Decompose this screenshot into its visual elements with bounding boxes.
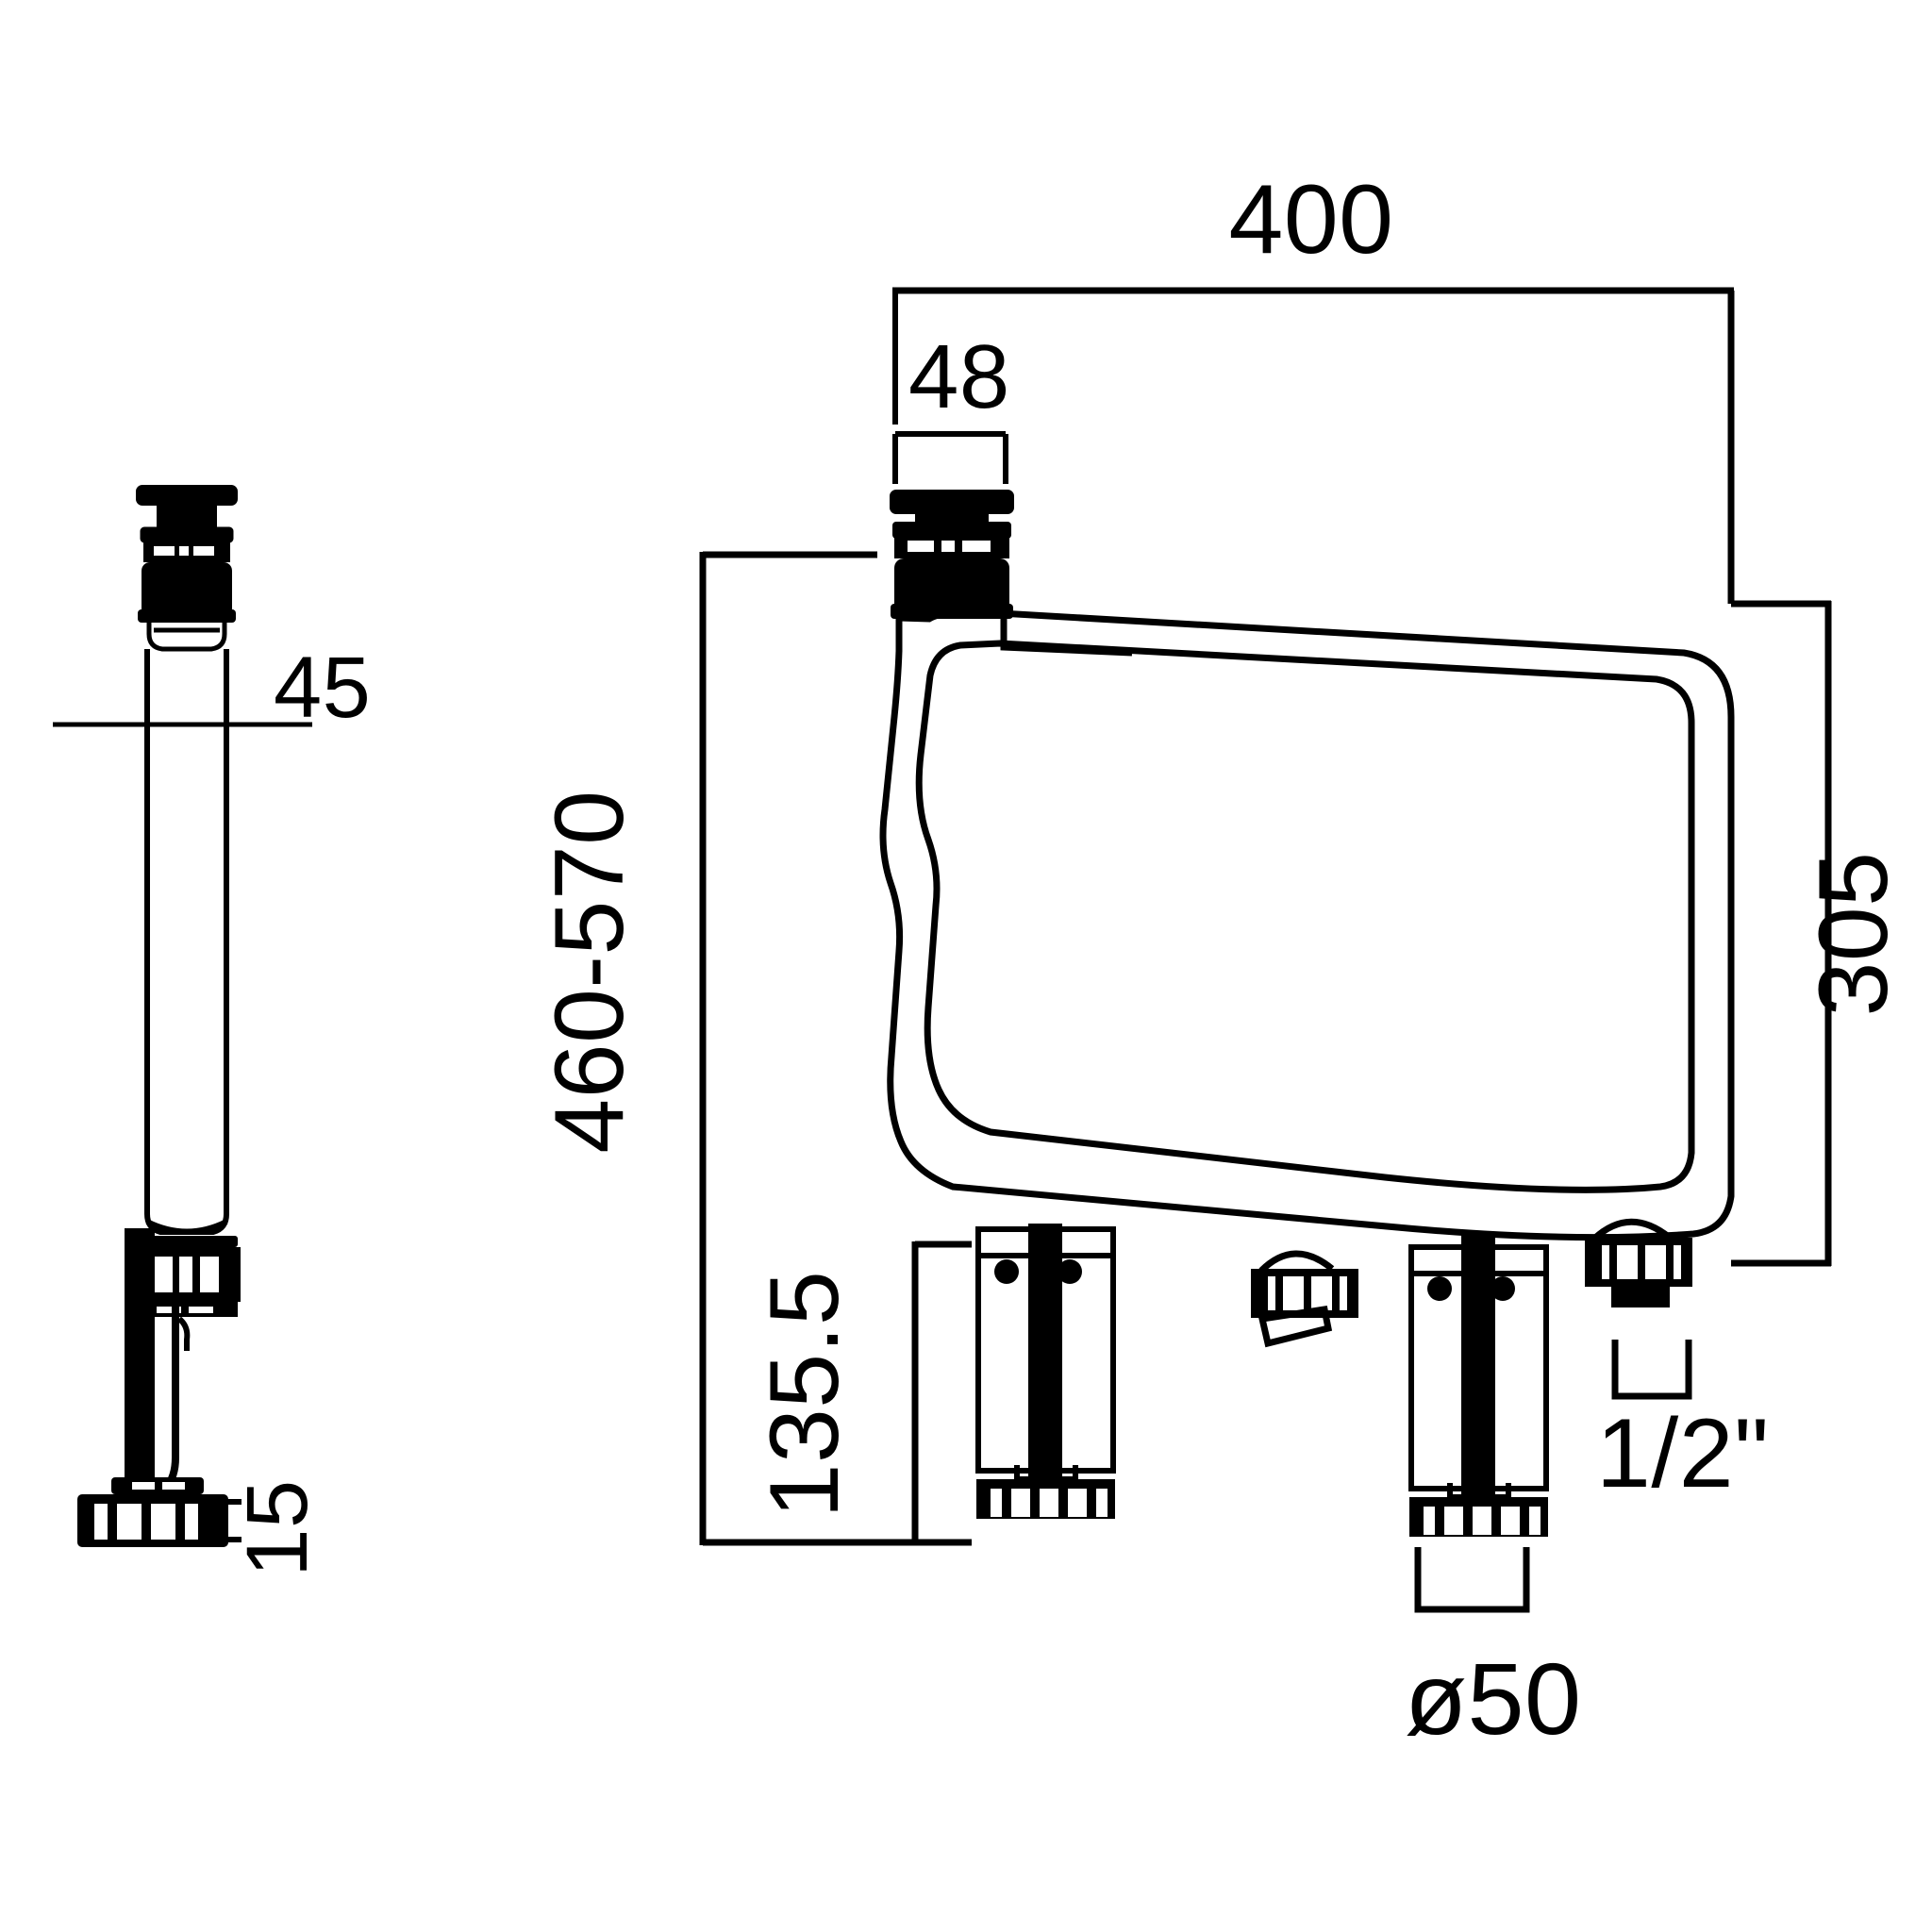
dim-half-inch-text: 1/2": [1596, 1399, 1770, 1508]
inlet-rib-2: [1617, 1245, 1638, 1279]
shank-left-nut-rib-3: [1040, 1489, 1058, 1517]
dim48-bracket: [892, 431, 1008, 484]
diverter-lever: [1257, 1306, 1333, 1348]
base-rib-2: [189, 1307, 213, 1313]
handset-bottom-nut-top: [111, 1477, 204, 1494]
spout-head-cap-plate: [890, 490, 1014, 514]
diverter-rib-4: [1340, 1276, 1347, 1310]
diverter-valve: [1251, 1250, 1358, 1348]
shank-left-bolt-dot-a: [994, 1259, 1019, 1284]
lower-rib-2: [179, 1257, 192, 1292]
spout-head-nut: [894, 558, 1009, 615]
bnut-rib-3: [151, 1504, 175, 1540]
handset-drip-detail: [177, 1316, 191, 1351]
handset-lower-collar-rim: [140, 1236, 238, 1247]
dim-400-text: 400: [1228, 165, 1393, 275]
dimension-135-5: [911, 1241, 972, 1546]
dim-460-570-text: 460-570: [535, 790, 644, 1153]
spout-knurl-rib-3: [962, 541, 991, 552]
handset-cap-plate: [136, 485, 238, 506]
bottom-nut-rib-a: [132, 1482, 155, 1490]
shank-right-threaded-rod: [1461, 1234, 1495, 1496]
dim-dia-50-text: ø50: [1405, 1641, 1582, 1756]
bnut-rib-2: [117, 1504, 142, 1540]
dim-45-text: 45: [274, 640, 371, 736]
dimension-460-570: [699, 551, 934, 1546]
handset-nut-body: [142, 562, 232, 617]
handset-hose-stub: [125, 1228, 155, 1511]
shank-left-nut-rib-4: [1068, 1489, 1087, 1517]
spout-head-to-body-link: [1000, 619, 1133, 657]
handset-cap-neck: [157, 504, 217, 528]
shank-left-nut-rib-5: [1096, 1489, 1108, 1517]
dim-halfinch-bracket: [1611, 1340, 1692, 1400]
dim-48-text: 48: [908, 326, 1010, 427]
dim15-bracket: [222, 1499, 242, 1542]
bnut-rib-4: [185, 1504, 198, 1540]
dimension-305: [1731, 600, 1832, 1267]
supply-inlet-dome: [1591, 1218, 1673, 1241]
dim-305-text: 305: [1799, 851, 1908, 1016]
front-view-spout-body: [879, 490, 1735, 1537]
dim-dia50-bracket: [1414, 1547, 1530, 1613]
base-rib-1: [157, 1307, 181, 1313]
shank-right-nut-rib-5: [1529, 1507, 1541, 1535]
supply-inlet-right: [1585, 1218, 1692, 1307]
collar-rib-1: [154, 546, 175, 556]
handset-shoulder: [146, 623, 227, 652]
diverter-rib-1: [1268, 1276, 1275, 1310]
bnut-rib-1: [94, 1504, 108, 1540]
shank-right-bolt-dot-b: [1491, 1276, 1515, 1301]
inlet-rib-4: [1674, 1245, 1681, 1279]
shank-right-bolt-dot-a: [1427, 1276, 1452, 1301]
dimension-400: [892, 287, 1735, 604]
shank-right-nut-rib-4: [1501, 1507, 1520, 1535]
handset-tube: [144, 649, 229, 1235]
dimension-dia-50: [1414, 1547, 1530, 1613]
collar-rib-2: [179, 546, 189, 556]
diverter-dome: [1258, 1250, 1335, 1274]
handset-nut-flange: [138, 609, 236, 623]
diverter-rib-2: [1283, 1276, 1304, 1310]
lower-rib-1: [154, 1257, 173, 1292]
dim-15-text: 15: [229, 1479, 325, 1576]
spout-knurl-rib-2: [941, 541, 955, 552]
diverter-rib-3: [1311, 1276, 1332, 1310]
handset-collar-rim: [140, 526, 234, 543]
dim-135-5-text: 135.5: [750, 1271, 859, 1519]
dimension-48: [892, 431, 1008, 484]
shank-right-nut-rib-1: [1424, 1507, 1435, 1535]
shank-left-threaded-rod: [1028, 1224, 1062, 1478]
shank-right-nut-rib-2: [1444, 1507, 1463, 1535]
shank-left-nut-rib-1: [991, 1489, 1002, 1517]
spout-body-outline-outer: [879, 608, 1735, 1241]
spout-body-outline-inner: [915, 640, 1695, 1193]
mounting-shank-right: [1408, 1234, 1549, 1537]
handset-lower-curve: [145, 1219, 228, 1235]
mounting-shank-left: [975, 1224, 1116, 1519]
inlet-rib-3: [1645, 1245, 1666, 1279]
supply-inlet-spigot: [1611, 1287, 1670, 1307]
collar-rib-3: [193, 546, 214, 556]
dimension-half-inch: [1611, 1340, 1692, 1400]
side-view-handset: [53, 485, 312, 1547]
bottom-nut-rib-b: [162, 1482, 185, 1490]
lower-rib-3: [200, 1257, 219, 1292]
shank-left-nut-rib-2: [1011, 1489, 1030, 1517]
spout-knurl-rib-1: [908, 541, 934, 552]
inlet-rib-1: [1602, 1245, 1609, 1279]
shank-left-bolt-dot-b: [1058, 1259, 1082, 1284]
shank-right-nut-rib-3: [1473, 1507, 1491, 1535]
